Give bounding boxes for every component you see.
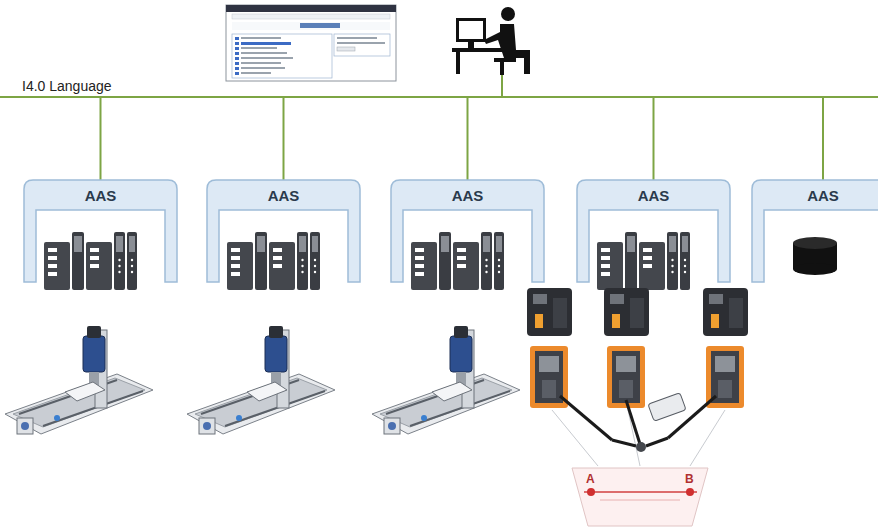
operator-icon-part [501, 7, 515, 21]
target-platform-part [572, 468, 708, 526]
delta-robot-part [560, 396, 612, 440]
target-platform-part [587, 488, 595, 496]
browser-screenshot-part [232, 14, 390, 19]
plc-icons-part [227, 232, 320, 290]
browser-screenshot-part [235, 57, 239, 60]
browser-screenshot-part [337, 37, 377, 39]
browser-screenshot-part [235, 37, 239, 40]
delta-robot-part [646, 438, 668, 446]
delta-robot-part [527, 288, 572, 336]
browser-screenshot-part [241, 42, 291, 45]
aas-title: AAS [391, 180, 544, 204]
plc-icons-part [411, 232, 504, 290]
browser-screenshot-part [235, 72, 239, 75]
browser-screenshot-part [241, 47, 277, 49]
aas-shell: AAS [391, 180, 544, 282]
operator-icon-part [494, 58, 516, 62]
aas-shell: AAS [577, 180, 730, 282]
operator-icon [452, 7, 530, 96]
browser-screenshot-part [235, 62, 239, 65]
browser-screenshot-part [241, 57, 293, 59]
plc-icons-part [44, 232, 137, 290]
bus-connector [467, 98, 469, 180]
aas-title: AAS [752, 180, 878, 204]
delta-robot-part [703, 288, 748, 336]
aas-shell: AAS [207, 180, 360, 282]
sensor-cylinder [793, 237, 837, 275]
browser-screenshot-part [235, 47, 239, 50]
sensor-cylinder-part [793, 237, 837, 249]
browser-screenshot-part [226, 5, 396, 12]
browser-screenshot-part [337, 42, 385, 44]
operator-icon-part [459, 21, 483, 39]
delta-robot-part [648, 393, 686, 422]
aas-title: AAS [24, 180, 177, 204]
browser-screenshot-part [241, 37, 281, 39]
aas-title: AAS [577, 180, 730, 204]
plc-icons [44, 232, 690, 290]
browser-screenshot-part [241, 62, 281, 64]
aas-shell: AAS [24, 180, 177, 282]
bus-connector [100, 98, 102, 180]
operator-icon-part [456, 52, 460, 74]
bus-line: I4.0 Language [0, 78, 878, 98]
aas-shell: AAS [752, 180, 878, 282]
aas-shape [391, 180, 544, 282]
operator-icon-part [484, 24, 530, 74]
bus-connector [283, 98, 285, 180]
browser-screenshot-part [337, 47, 355, 51]
delta-robot-part [626, 400, 640, 444]
browser-screenshot-part [241, 52, 287, 54]
delta-robot-part [604, 288, 649, 336]
target-platform-part [686, 488, 694, 496]
browser-screenshot-part [232, 22, 390, 30]
delta-robot-part [552, 410, 598, 466]
machines-part [372, 326, 520, 434]
operator-icon-part [468, 42, 474, 48]
delta-robot-part [690, 410, 725, 466]
sensor-cylinder-part [793, 263, 837, 275]
machines-part [187, 326, 335, 434]
delta-robot [527, 288, 748, 466]
bus-connector [822, 98, 824, 180]
aas-shape [207, 180, 360, 282]
aas-shape [752, 180, 878, 282]
target-platform-part [600, 500, 680, 501]
point-label: B [683, 472, 696, 486]
browser-screenshot-part [241, 67, 285, 69]
machines [5, 326, 520, 434]
browser-screenshot [226, 5, 396, 81]
aas-shape [577, 180, 730, 282]
plc-icons-part [597, 232, 690, 290]
target-platform-part [584, 491, 697, 493]
machines-part [5, 326, 153, 434]
browser-screenshot-part [235, 67, 239, 70]
browser-screenshot-part [235, 42, 239, 45]
bus-connector [653, 98, 655, 180]
aas-title: AAS [207, 180, 360, 204]
bus-label: I4.0 Language [22, 78, 112, 94]
browser-screenshot-part [232, 34, 332, 78]
delta-robot-part [636, 442, 646, 452]
delta-robot-part [607, 346, 645, 408]
browser-screenshot-part [334, 34, 390, 56]
browser-screenshot-part [226, 5, 396, 81]
operator-icon-part [456, 18, 486, 42]
point-label: A [584, 472, 597, 486]
browser-screenshot-part [235, 52, 239, 55]
delta-robot-part [612, 440, 636, 446]
browser-screenshot-part [300, 23, 340, 28]
operator-icon-part [501, 75, 503, 96]
target-platform [572, 468, 708, 526]
browser-screenshot-part [241, 72, 271, 74]
aas-shape [24, 180, 177, 282]
